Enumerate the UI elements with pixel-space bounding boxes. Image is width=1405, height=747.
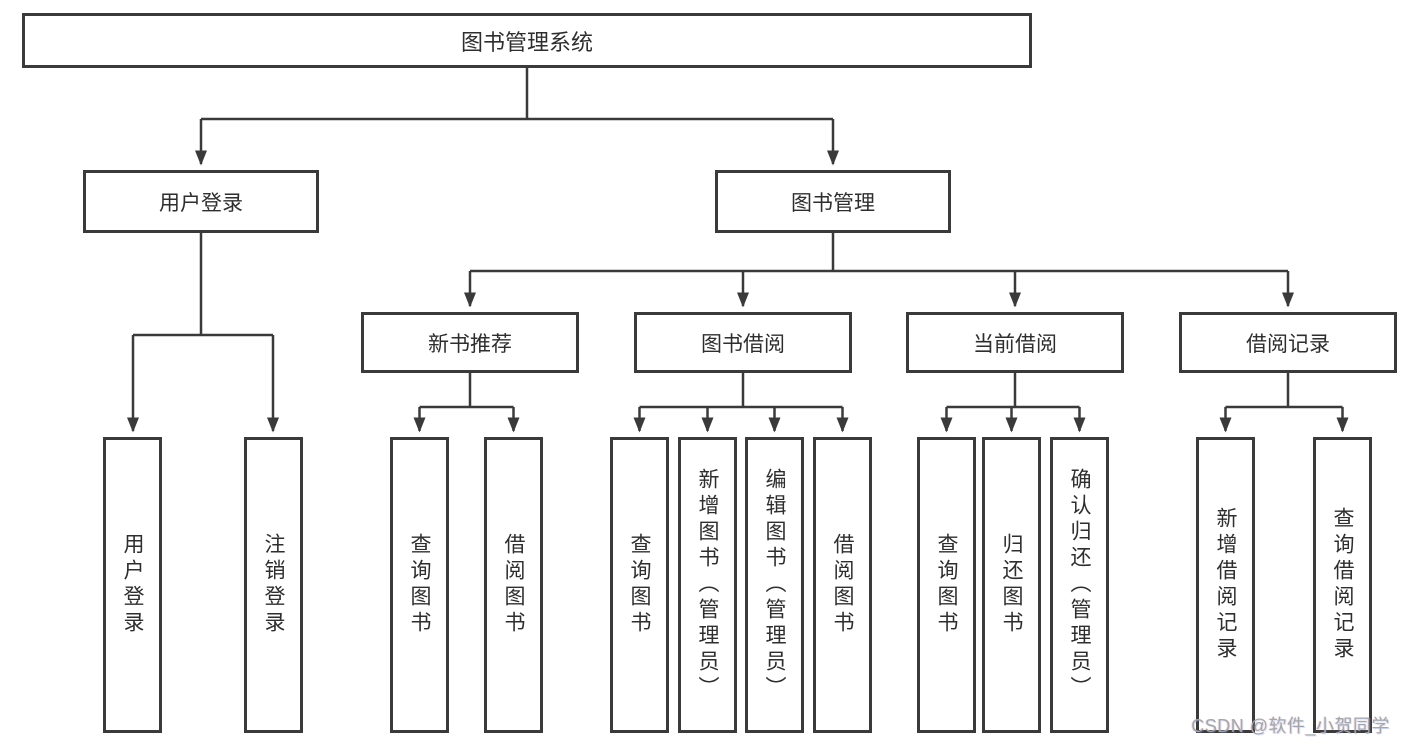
- node-user-login: 用户登录: [83, 170, 319, 233]
- leaf-label: 新增图书（管理员）: [696, 468, 719, 702]
- leaf-logout: 注销登录: [244, 437, 303, 733]
- leaf-return-book: 归还图书: [982, 437, 1041, 733]
- leaf-borrow-books: 借阅图书: [813, 437, 872, 733]
- leaf-add-borrow-record: 新增借阅记录: [1196, 437, 1255, 733]
- leaf-query-books-current: 查询图书: [917, 437, 976, 733]
- leaf-edit-book-admin: 编辑图书（管理员）: [745, 437, 804, 733]
- leaf-label: 注销登录: [262, 533, 285, 637]
- leaf-borrow-books-recommend: 借阅图书: [484, 437, 543, 733]
- leaf-query-borrow-record: 查询借阅记录: [1313, 437, 1372, 733]
- node-root-system: 图书管理系统: [22, 13, 1032, 68]
- leaf-query-books-recommend: 查询图书: [390, 437, 449, 733]
- leaf-add-book-admin: 新增图书（管理员）: [678, 437, 737, 733]
- leaf-query-books-borrow: 查询图书: [610, 437, 669, 733]
- leaf-label: 借阅图书: [502, 533, 525, 637]
- leaf-user-login: 用户登录: [103, 437, 162, 733]
- leaf-label: 编辑图书（管理员）: [763, 468, 786, 702]
- leaf-label: 借阅图书: [831, 533, 854, 637]
- leaf-label: 新增借阅记录: [1214, 507, 1237, 663]
- node-new-book-recommend: 新书推荐: [361, 312, 579, 373]
- node-book-borrow: 图书借阅: [634, 312, 852, 373]
- leaf-label: 查询图书: [935, 533, 958, 637]
- leaf-label: 归还图书: [1000, 533, 1023, 637]
- node-borrow-records: 借阅记录: [1179, 312, 1397, 373]
- leaf-label: 确认归还（管理员）: [1068, 468, 1091, 702]
- node-book-management: 图书管理: [715, 170, 951, 233]
- leaf-label: 查询图书: [628, 533, 651, 637]
- leaf-label: 用户登录: [121, 533, 144, 637]
- node-current-borrow: 当前借阅: [906, 312, 1124, 373]
- csdn-watermark: CSDN @软件_小贺同学: [1191, 716, 1390, 736]
- leaf-confirm-return-admin: 确认归还（管理员）: [1050, 437, 1109, 733]
- leaf-label: 查询借阅记录: [1331, 507, 1354, 663]
- leaf-label: 查询图书: [408, 533, 431, 637]
